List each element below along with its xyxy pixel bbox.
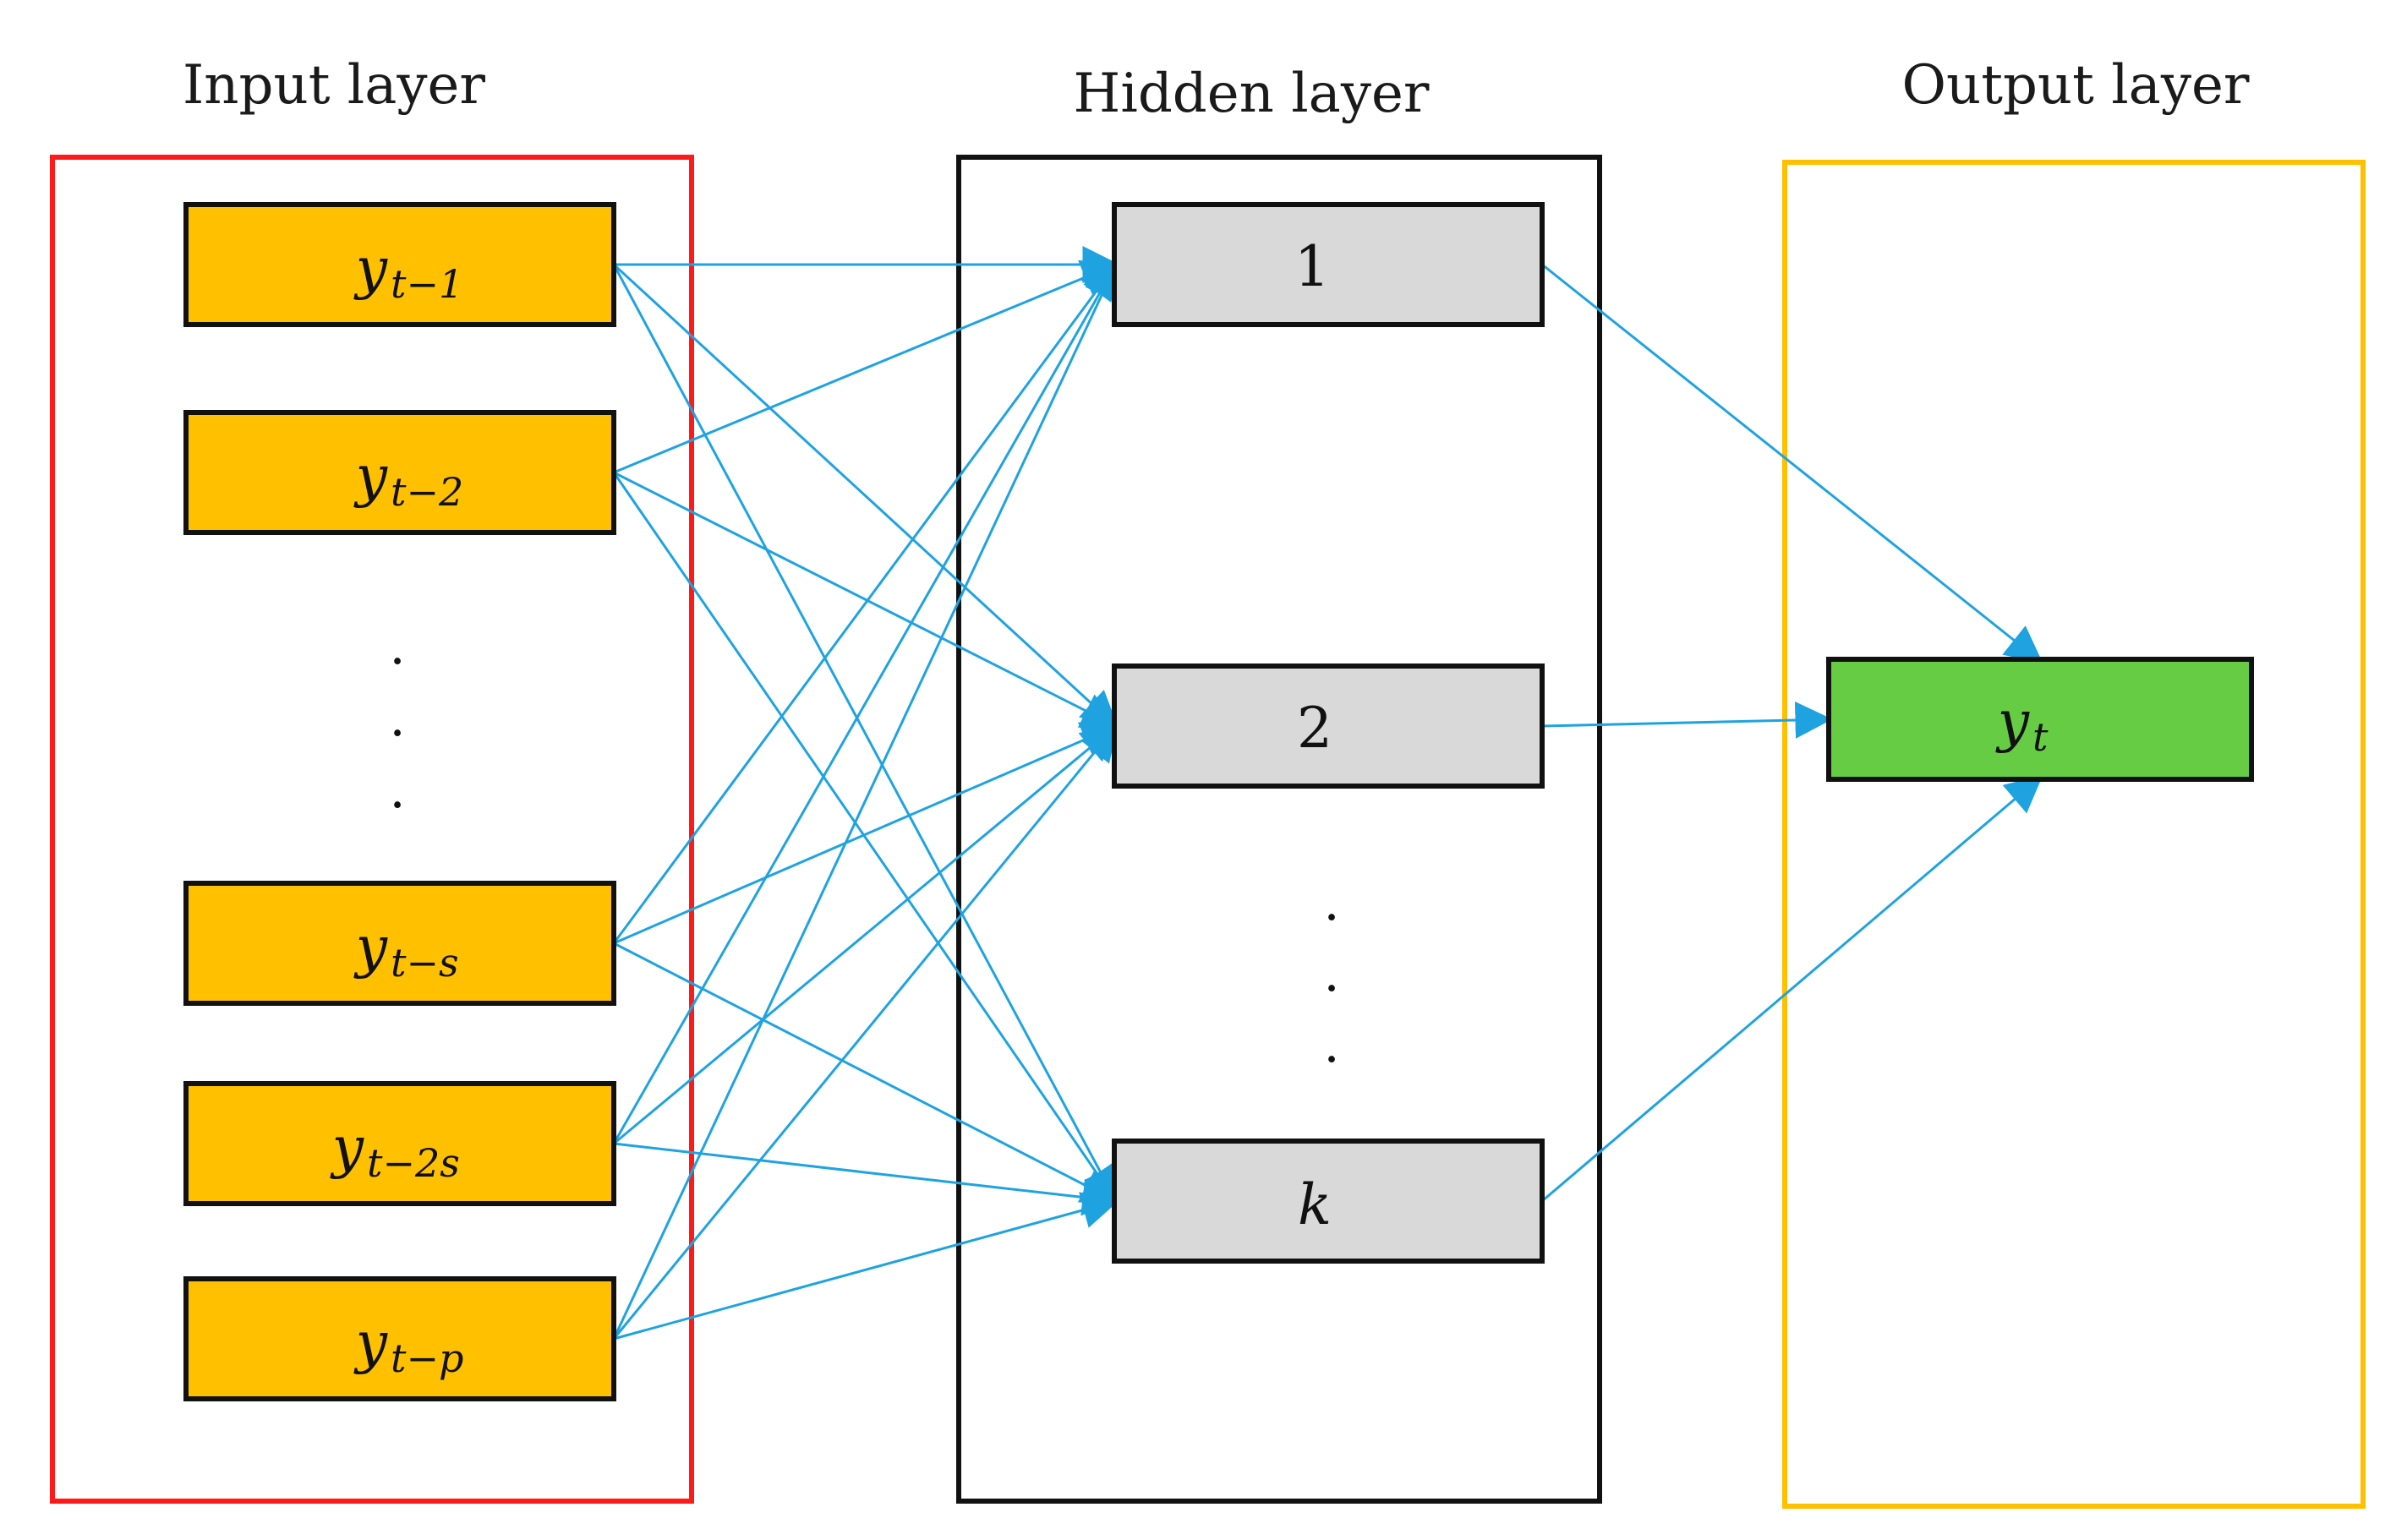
output-layer-frame (1782, 160, 2366, 1509)
hidden-ellipsis-dot-1: . (1323, 873, 1339, 932)
edge-hidden-2-to-output (1541, 701, 1833, 739)
input-node-4-sub: t−2s (367, 1140, 460, 1186)
hidden-ellipsis: . . . (1323, 873, 1339, 1074)
edge-input-3-to-hidden-1 (612, 261, 1119, 944)
hidden-node-k: k (1112, 1139, 1545, 1264)
svg-text:t−2: t−2 (391, 469, 463, 515)
edge-input-4-to-hidden-3 (613, 1142, 1120, 1216)
input-node-3-sub: t−s (391, 940, 459, 986)
input-ellipsis-dot-2: . (389, 689, 405, 748)
input-node-1: y t−1 (183, 202, 616, 327)
svg-text:y: y (353, 236, 388, 301)
input-node-1-base: y (353, 236, 388, 301)
edge-input-3-to-hidden-3 (613, 942, 1119, 1204)
hidden-layer-frame (956, 155, 1602, 1504)
hidden-node-k-label: k (1298, 1172, 1332, 1237)
svg-text:y: y (353, 1310, 388, 1375)
connections (612, 246, 2043, 1341)
edge-input-2-to-hidden-3 (612, 472, 1119, 1204)
edge-input-5-to-hidden-2 (612, 723, 1119, 1340)
edge-input-1-to-hidden-2 (612, 263, 1119, 729)
svg-text:y: y (353, 915, 388, 980)
input-node-1-sub: t−1 (391, 261, 463, 307)
output-node: y t (1826, 657, 2254, 782)
svg-text:y: y (330, 1115, 364, 1180)
edge-hidden-1-to-output (1541, 263, 2043, 664)
svg-text:t−1: t−1 (391, 261, 463, 307)
output-layer-title: Output layer (1902, 54, 2250, 117)
input-ellipsis-dot-1: . (389, 617, 405, 676)
input-node-5: y t−p (183, 1276, 616, 1401)
svg-text:t−p: t−p (391, 1335, 463, 1381)
input-node-4-base: y (330, 1115, 364, 1180)
input-layer-title: Input layer (183, 54, 485, 117)
hidden-node-1-label: 1 (1294, 234, 1330, 299)
edge-input-5-to-hidden-1 (612, 261, 1119, 1340)
edge-input-2-to-hidden-2 (613, 471, 1119, 728)
svg-text:t: t (2032, 714, 2049, 760)
input-node-5-sub: t−p (391, 1335, 463, 1381)
svg-text:t−s: t−s (391, 940, 459, 986)
hidden-node-1: 1 (1112, 202, 1545, 327)
edge-input-1-to-hidden-3 (612, 264, 1119, 1204)
input-node-2-sub: t−2 (391, 469, 463, 515)
edge-input-2-to-hidden-1 (613, 259, 1120, 474)
input-node-2-base: y (353, 444, 388, 509)
input-node-5-base: y (353, 1310, 388, 1375)
input-node-3: y t−s (183, 881, 616, 1006)
svg-text:t−2s: t−2s (367, 1140, 460, 1186)
svg-text:y: y (1995, 689, 2030, 754)
hidden-ellipsis-dot-3: . (1323, 1015, 1339, 1074)
input-node-3-base: y (353, 915, 388, 980)
hidden-ellipsis-dot-2: . (1323, 944, 1339, 1003)
edge-input-4-to-hidden-1 (612, 261, 1119, 1144)
output-node-sub: t (2032, 714, 2049, 760)
hidden-node-2-label: 2 (1297, 696, 1332, 761)
output-node-base: y (1995, 689, 2030, 754)
input-ellipsis-dot-3: . (389, 761, 405, 820)
hidden-node-2: 2 (1112, 664, 1545, 789)
input-ellipsis: . . . (389, 617, 405, 820)
edge-hidden-3-to-output (1541, 775, 2043, 1203)
svg-text:y: y (353, 444, 388, 509)
hidden-layer-title: Hidden layer (1074, 63, 1430, 125)
edge-input-5-to-hidden-3 (613, 1192, 1120, 1341)
edge-input-4-to-hidden-2 (613, 724, 1119, 1145)
input-node-4: y t−2s (183, 1081, 616, 1206)
input-layer-frame (50, 155, 694, 1504)
edge-input-3-to-hidden-2 (613, 722, 1120, 945)
input-node-2: y t−2 (183, 410, 616, 535)
